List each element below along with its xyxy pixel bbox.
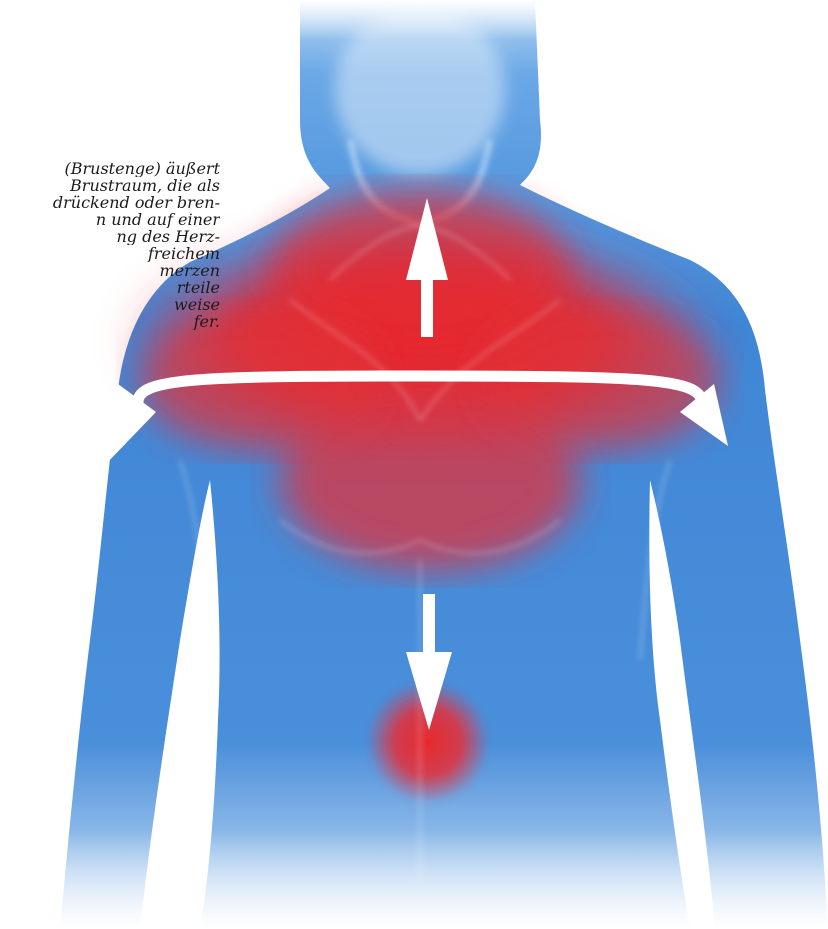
caption-line: merzen: [0, 262, 220, 279]
caption-line: (Brustenge) äußert: [0, 160, 220, 177]
caption-line: n und auf einer: [0, 211, 220, 228]
caption-line: Brustraum, die als: [0, 177, 220, 194]
caption-line: weise: [0, 296, 220, 313]
caption-line: fer.: [0, 313, 220, 330]
caption-line: rteile: [0, 279, 220, 296]
caption-line: drückend oder bren-: [0, 194, 220, 211]
caption-line: freichem: [0, 245, 220, 262]
caption-line: ng des Herz-: [0, 228, 220, 245]
caption-text: (Brustenge) äußert Brustraum, die als dr…: [0, 160, 220, 330]
